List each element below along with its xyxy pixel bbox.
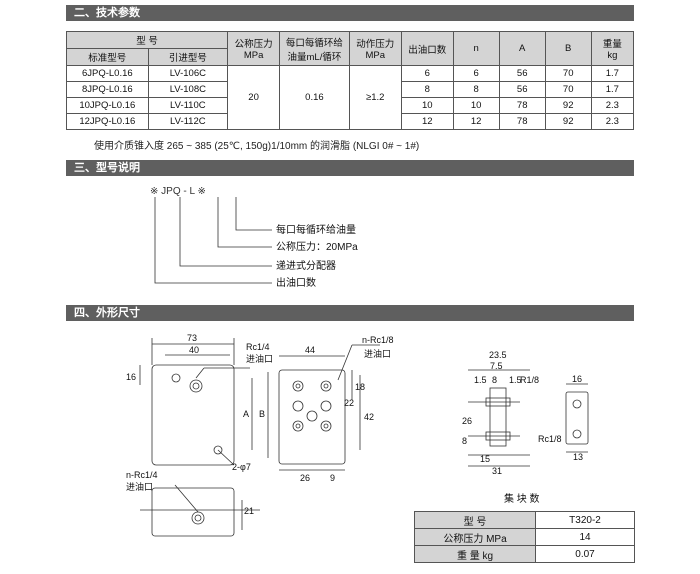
- label-rc18b: Rc1/8: [538, 434, 562, 444]
- label-nrc18: n-Rc1/8: [362, 335, 394, 345]
- block-r1-label: 型 号: [414, 511, 536, 529]
- cell-flow: 0.16: [279, 65, 350, 130]
- table-row: 10JPQ-L0.16 LV-110C 10 10 78 92 2.3: [66, 97, 635, 114]
- dim-A: A: [243, 409, 249, 419]
- label-inlet-side: 进油口: [364, 348, 391, 359]
- table-row: 6JPQ-L0.16 LV-106C 20 0.16 ≥1.2 6 6 56 7…: [66, 65, 635, 130]
- dim-40: 40: [189, 345, 199, 355]
- dim-13: 13: [573, 452, 583, 462]
- dim-2phi7: 2-φ7: [232, 462, 251, 472]
- table-row: 12JPQ-L0.16 LV-112C 12 12 78 92 2.3: [66, 113, 635, 130]
- label-inlet-bottom: 进油口: [126, 481, 153, 492]
- dim-44: 44: [305, 345, 315, 355]
- model-diagram: [154, 197, 272, 284]
- label-rc14: Rc1/4: [246, 342, 270, 352]
- block-part-view: [468, 369, 589, 467]
- dim-7-5: 7.5: [490, 361, 503, 371]
- label-inlet-front: 进油口: [246, 353, 273, 364]
- dim-8b: 8: [462, 436, 467, 446]
- dim-21: 21: [244, 506, 254, 516]
- dim-42: 42: [364, 412, 374, 422]
- dim-1-5a: 1.5: [474, 375, 487, 385]
- dim-16b: 16: [572, 374, 582, 384]
- spec-h-b: B: [544, 31, 592, 66]
- bottom-view: [140, 484, 260, 537]
- dim-22: 22: [344, 398, 354, 408]
- cell-pressure: 20: [227, 65, 281, 130]
- table-row: 公称压力 MPa 14: [414, 528, 635, 546]
- dim-31: 31: [492, 466, 502, 476]
- cell-w: 2.3: [590, 113, 635, 130]
- spec-h-n: n: [452, 31, 500, 66]
- grease-note: 使用介质锥入度 265 ~ 385 (25℃, 150g)1/10mm 的润滑脂…: [94, 141, 420, 152]
- block-r2-value: 14: [535, 528, 635, 546]
- label-r18: R1/8: [520, 375, 539, 385]
- model-label-type: 递进式分配器: [276, 259, 336, 272]
- dim-26b: 26: [462, 416, 472, 426]
- section-title-tech: 二、技术参数: [74, 7, 140, 19]
- dim-26: 26: [300, 473, 310, 483]
- section-bar-tech: 二、技术参数: [66, 5, 634, 21]
- block-r3-label: 重 量 kg: [414, 545, 536, 563]
- spec-h-model: 型 号: [65, 31, 229, 49]
- block-title: 集 块 数: [504, 492, 540, 505]
- front-view: [139, 338, 269, 466]
- dim-9: 9: [330, 473, 335, 483]
- spec-h-flow: 每口每循环给油量mL/循环: [279, 31, 350, 66]
- table-row: 型 号 T320-2: [414, 511, 635, 529]
- dim-1-5b: 1.5: [509, 375, 522, 385]
- block-r1-value: T320-2: [535, 511, 635, 529]
- model-label-flow: 每口每循环给油量: [276, 223, 356, 236]
- block-r2-label: 公称压力 MPa: [414, 528, 536, 546]
- dim-18: 18: [355, 382, 365, 392]
- dim-8a: 8: [492, 375, 497, 385]
- dim-23-5: 23.5: [489, 350, 507, 360]
- section-title-model: 三、型号说明: [74, 162, 140, 174]
- model-code: ※ JPQ - L ※: [150, 186, 206, 197]
- dim-B: B: [259, 409, 265, 419]
- spec-h-ref: 引进型号: [147, 48, 229, 66]
- model-label-outlets: 出油口数: [276, 276, 316, 289]
- section-bar-dims: 四、外形尺寸: [66, 305, 634, 321]
- cell-act: ≥1.2: [348, 65, 402, 130]
- dim-16: 16: [126, 372, 136, 382]
- model-label-pressure: 公称压力：20MPa: [276, 240, 358, 253]
- dim-73: 73: [187, 333, 197, 343]
- section-bar-model: 三、型号说明: [66, 160, 634, 176]
- label-nrc14: n-Rc1/4: [126, 470, 158, 480]
- section-title-dims: 四、外形尺寸: [74, 307, 140, 319]
- side-view: [278, 344, 380, 471]
- table-row: 重 量 kg 0.07: [414, 545, 635, 563]
- block-r3-value: 0.07: [535, 545, 635, 563]
- spec-h-std: 标准型号: [66, 48, 149, 66]
- spec-h-a: A: [498, 31, 546, 66]
- block-table: 型 号 T320-2 公称压力 MPa 14 重 量 kg 0.07: [414, 511, 635, 563]
- cell-ref: LV-112C: [147, 113, 229, 130]
- dim-15: 15: [480, 454, 490, 464]
- spec-h-outlets: 出油口数: [400, 31, 454, 66]
